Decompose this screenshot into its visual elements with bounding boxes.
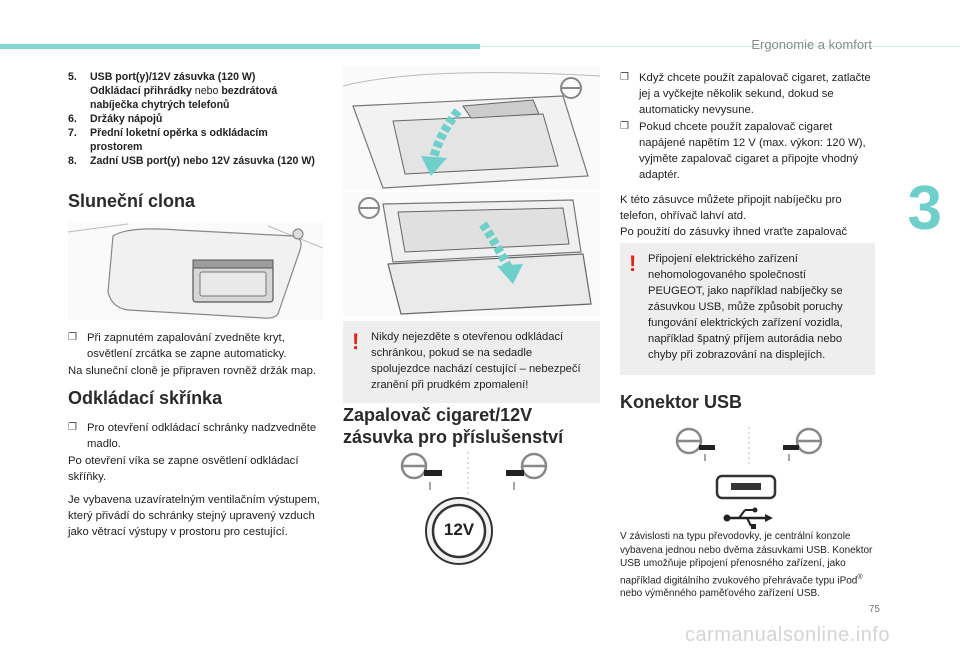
- page-number: 75: [868, 604, 880, 615]
- header-rule: [480, 46, 960, 47]
- heading-glove-box: Odkládací skřínka: [68, 388, 223, 408]
- component-list: 5.USB port(y)/12V zásuvka (120 W) Odklád…: [68, 70, 323, 168]
- glove-box-open-illustration: [343, 192, 600, 316]
- paragraph: Po otevření víka se zapne osvětlení odkl…: [68, 455, 299, 483]
- left-column: 5.USB port(y)/12V zásuvka (120 W) Odklád…: [68, 70, 323, 180]
- paragraph: K této zásuvce můžete připojit nabíječku…: [620, 194, 842, 222]
- watermark: carmanualsonline.info: [684, 624, 890, 646]
- paragraph: Je vybavena uzavíratelným ventilačním vý…: [68, 494, 320, 538]
- warning-usb: ! Připojení elektrického zařízení nehomo…: [620, 243, 875, 375]
- usb-transmission-icons: [675, 427, 823, 467]
- usb-port-icon: [715, 474, 777, 529]
- chapter-number: 3: [907, 174, 942, 243]
- header-accent-bar: [0, 44, 480, 49]
- transmission-icons: [400, 452, 548, 496]
- list-item: 8.Zadní USB port(y) nebo 12V zásuvka (12…: [68, 155, 315, 167]
- bullet-item: ❐Když chcete použít zapalovač cigaret, z…: [620, 72, 871, 116]
- glove-box-top-illustration: [343, 66, 600, 190]
- sun-visor-illustration: [68, 222, 323, 320]
- 12v-socket-icon: 12V: [424, 496, 494, 566]
- box-arrow-icon: ❐: [68, 422, 77, 433]
- heading-sun-visor: Sluneční clona: [68, 191, 196, 211]
- list-item: 5.USB port(y)/12V zásuvka (120 W): [68, 71, 256, 83]
- list-item: 7.Přední loketní opěrka s odkládacím pro…: [68, 127, 268, 153]
- bullet-item: ❐Pro otevření odkládací schránky nadzved…: [68, 422, 317, 450]
- box-arrow-icon: ❐: [620, 72, 629, 83]
- usb-text: V závislosti na typu převodovky, je cent…: [620, 531, 873, 600]
- exclamation-icon: !: [352, 329, 360, 354]
- exclamation-icon: !: [629, 251, 637, 276]
- section-title: Ergonomie a komfort: [751, 37, 872, 52]
- heading-lighter: Zapalovač cigaret/12V zásuvka pro příslu…: [343, 405, 564, 447]
- sun-visor-text: ❐Při zapnutém zapalování zvedněte kryt, …: [68, 330, 323, 386]
- bullet-item: ❐Při zapnutém zapalování zvedněte kryt, …: [68, 332, 287, 360]
- lighter-text: ❐Když chcete použít zapalovač cigaret, z…: [620, 70, 875, 263]
- list-item: Odkládací přihrádky nebo bezdrátová nabí…: [90, 85, 278, 111]
- warning-glove-box: ! Nikdy nejezděte s otevřenou odkládací …: [343, 321, 600, 403]
- box-arrow-icon: ❐: [68, 332, 77, 343]
- glove-box-text: ❐Pro otevření odkládací schránky nadzved…: [68, 420, 323, 547]
- list-item: 6.Držáky nápojů: [68, 113, 163, 125]
- socket-label: 12V: [443, 520, 475, 539]
- bullet-item: ❐Pokud chcete použít zapalovač cigaret n…: [620, 121, 866, 181]
- box-arrow-icon: ❐: [620, 121, 629, 132]
- paragraph: Na sluneční cloně je připraven rovněž dr…: [68, 365, 317, 377]
- heading-usb: Konektor USB: [620, 392, 743, 412]
